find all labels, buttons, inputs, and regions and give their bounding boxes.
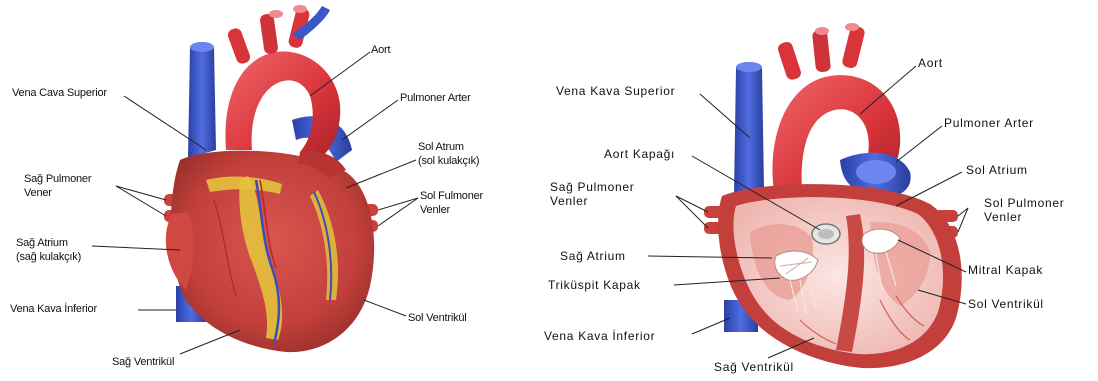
label-sol-ventrikul-left: Sol Ventrikül [408, 311, 467, 325]
label-sag-pulmoner-venler-right: Sağ Pulmoner Venler [550, 180, 634, 208]
label-vena-kava-inferior-left: Vena Kava İnferior [10, 302, 97, 316]
label-sol-atrium-right: Sol Atrium [966, 163, 1028, 177]
label-aort-left: Aort [371, 43, 390, 57]
left-aorta [225, 52, 340, 160]
left-heart-illustration [164, 5, 378, 352]
label-sag-ventrikul-right: Sağ Ventrikül [714, 360, 794, 374]
label-sag-pulmoner-vener-left: Sağ Pulmoner Vener [24, 172, 91, 200]
label-aort-right: Aort [918, 56, 943, 70]
label-pulmoner-arter-left: Pulmoner Arter [400, 91, 471, 105]
label-sag-ventrikul-left: Sağ Ventrikül [112, 355, 174, 369]
label-sol-pulmoner-venler-right: Sol Pulmoner Venler [984, 196, 1064, 224]
label-vena-kava-inferior-right: Vena Kava İnferior [544, 329, 655, 343]
label-vena-kava-superior-right: Vena Kava Superior [556, 84, 675, 98]
label-sag-atrium-right: Sağ Atrium [560, 249, 626, 263]
label-trikuspit-kapak-right: Triküspit Kapak [548, 278, 641, 292]
right-heart-illustration [704, 23, 962, 368]
label-sol-ventrikul-right: Sol Ventrikül [968, 297, 1044, 311]
right-superior-vena-cava [734, 62, 764, 196]
label-sol-atrium-left: Sol Atrum (sol kulakçık) [418, 140, 479, 168]
label-vena-cava-superior-left: Vena Cava Superior [12, 86, 107, 100]
label-aort-kapagi-right: Aort Kapağı [604, 147, 675, 161]
label-mitral-kapak-right: Mitral Kapak [968, 263, 1043, 277]
label-pulmoner-arter-right: Pulmoner Arter [944, 116, 1034, 130]
label-sol-pulmoner-venler-left: Sol Fulmoner Venler [420, 189, 483, 217]
label-sag-atrium-left: Sağ Atrium (sağ kulakçık) [16, 236, 81, 264]
